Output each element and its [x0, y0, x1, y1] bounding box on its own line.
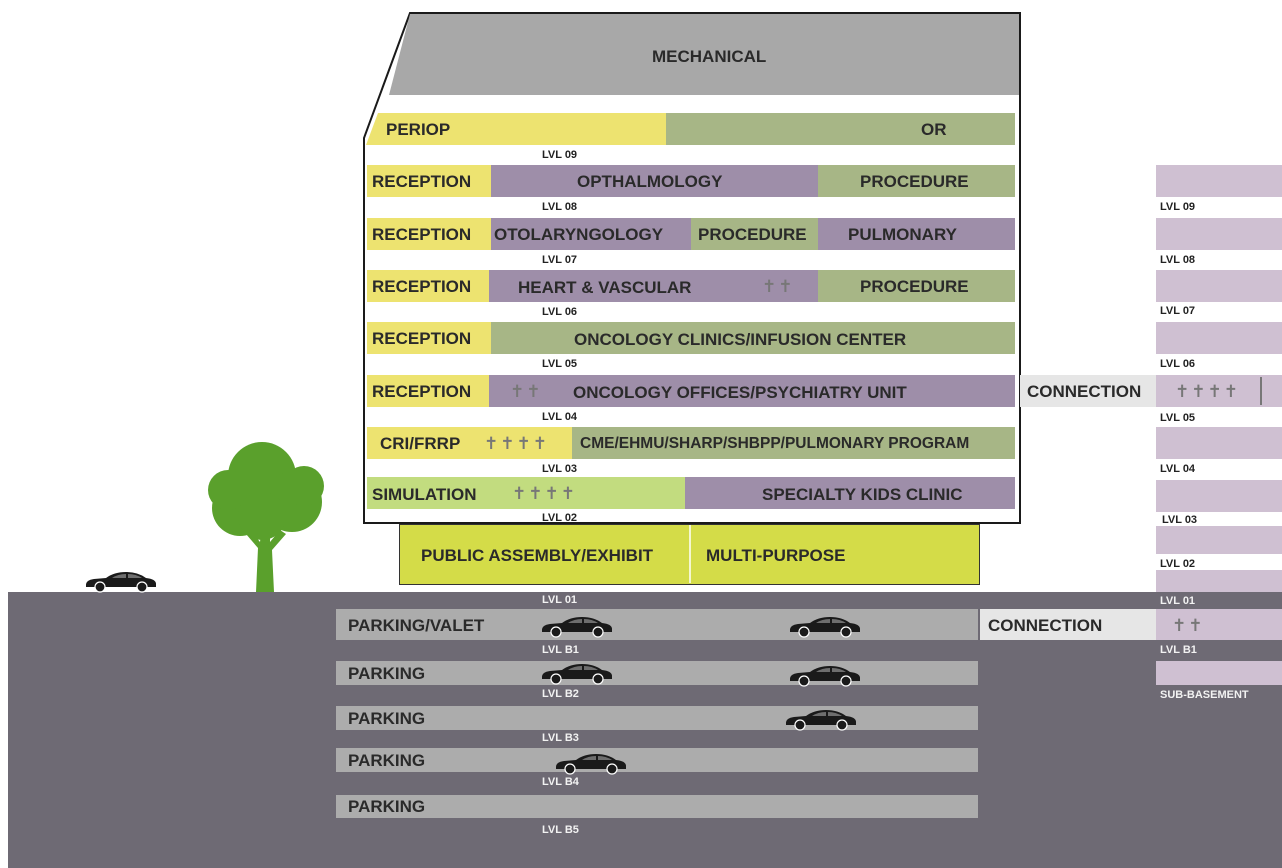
parking-b2-level: LVL B2 [542, 688, 579, 700]
adjacent-floor-b1 [1156, 609, 1282, 640]
adjacent-level-b1: LVL B1 [1160, 644, 1197, 656]
floor-3-cri-frrp: CRI/FRRP [380, 434, 461, 453]
adjacent-level-4: LVL 04 [1160, 463, 1196, 475]
floor-2-level: LVL 02 [542, 512, 578, 524]
floor-3-level: LVL 03 [542, 463, 578, 475]
adjacent-floor-2 [1156, 526, 1282, 554]
floor-4-level: LVL 04 [542, 411, 578, 423]
floor-5-oncology-clinics: ONCOLOGY CLINICS/INFUSION CENTER [574, 330, 907, 349]
lower-connection [980, 609, 1156, 640]
car-icon [790, 666, 860, 687]
adjacent-level-8: LVL 08 [1160, 254, 1196, 266]
floor-5-level: LVL 05 [542, 358, 578, 370]
floor-7-otolaryngology: OTOLARYNGOLOGY [494, 225, 664, 244]
floor-9-or: OR [921, 120, 947, 139]
car-icon [86, 572, 156, 593]
adjacent-sub-basement [1156, 661, 1282, 685]
floor-2-simulation: SIMULATION [372, 485, 477, 504]
person-icon: ✝✝ [510, 382, 543, 401]
floor-7-band [367, 218, 1015, 250]
tree-icon [208, 442, 324, 592]
floor-2-specialty-kids: SPECIALTY KIDS CLINIC [762, 485, 963, 504]
adjacent-floor-4 [1156, 427, 1282, 459]
adjacent-level-5: LVL 05 [1160, 412, 1196, 424]
floor-5-band [367, 322, 1015, 354]
parking-b4-label: PARKING [348, 751, 426, 770]
car-icon [790, 617, 860, 638]
floor-3-band [367, 427, 1015, 459]
floor-6-reception: RECEPTION [372, 277, 472, 296]
floor-7-pulmonary: PULMONARY [848, 225, 957, 244]
floor-5-reception: RECEPTION [372, 329, 472, 348]
person-icon: ✝✝ [762, 277, 795, 296]
parking-b3-level: LVL B3 [542, 732, 579, 744]
person-icon: ✝✝✝✝ [484, 434, 549, 453]
parking-b4 [336, 748, 978, 772]
adjacent-level-3: LVL 03 [1162, 514, 1198, 526]
upper-connection-label: CONNECTION [1027, 382, 1142, 401]
floor-3-cme-program: CME/EHMU/SHARP/SHBPP/PULMONARY PROGRAM [580, 435, 970, 452]
floor-6-heart-vascular: HEART & VASCULAR [518, 278, 692, 297]
floor-6-band [367, 270, 1015, 302]
floor-9-periop: PERIOP [386, 120, 451, 139]
adjacent-level-2: LVL 02 [1160, 558, 1196, 570]
parking-b2-label: PARKING [348, 664, 426, 683]
adjacent-floor-7 [1156, 270, 1282, 302]
adjacent-level-9: LVL 09 [1160, 201, 1196, 213]
upper-connection [1020, 375, 1156, 407]
floor-8-opthalmology: OPTHALMOLOGY [577, 172, 723, 191]
parking-b5-level: LVL B5 [542, 824, 579, 836]
parking-b2 [336, 661, 978, 685]
parking-b5 [336, 795, 978, 818]
adjacent-floor-6 [1156, 322, 1282, 354]
lower-connection-label: CONNECTION [988, 616, 1103, 635]
person-icon: ✝✝ [1172, 616, 1205, 635]
multi-purpose-label: MULTI-PURPOSE [706, 546, 846, 565]
car-icon [556, 754, 626, 775]
person-icon: ✝✝✝✝ [512, 484, 577, 503]
floor-4-oncology-offices: ONCOLOGY OFFICES/PSYCHIATRY UNIT [573, 383, 907, 402]
public-assembly-label: PUBLIC ASSEMBLY/EXHIBIT [421, 546, 654, 565]
parking-b1-level: LVL B1 [542, 644, 579, 656]
mechanical-roof [389, 14, 1019, 95]
parking-b1-label: PARKING/VALET [348, 616, 485, 635]
parking-b3-label: PARKING [348, 709, 426, 728]
floor-8-level: LVL 08 [542, 201, 578, 213]
car-icon [786, 710, 856, 731]
adjacent-floor-1 [1156, 570, 1282, 592]
floor-6-level: LVL 06 [542, 306, 578, 318]
mechanical-label: MECHANICAL [652, 47, 767, 66]
person-icon: ✝✝✝✝ [1175, 382, 1240, 401]
floor-7-procedure: PROCEDURE [698, 225, 807, 244]
ground-floor-level: LVL 01 [542, 594, 578, 606]
floor-8-reception: RECEPTION [372, 172, 472, 191]
adjacent-floor-8 [1156, 218, 1282, 250]
adjacent-floor-9 [1156, 165, 1282, 197]
floor-2-band [367, 477, 1015, 509]
parking-b5-label: PARKING [348, 797, 426, 816]
floor-4-reception: RECEPTION [372, 382, 472, 401]
adjacent-floor-3 [1156, 480, 1282, 512]
floor-7-level: LVL 07 [542, 254, 578, 266]
floor-8-band [367, 165, 1015, 197]
floor-4-band [367, 375, 1015, 407]
floor-7-reception: RECEPTION [372, 225, 472, 244]
adjacent-level-6: LVL 06 [1160, 358, 1196, 370]
ground-floor-podium [399, 524, 980, 585]
parking-b3 [336, 706, 978, 730]
parking-b4-level: LVL B4 [542, 776, 579, 788]
adjacent-level-1: LVL 01 [1160, 595, 1196, 607]
floor-9-level: LVL 09 [542, 149, 578, 161]
car-icon [542, 617, 612, 638]
floor-8-procedure: PROCEDURE [860, 172, 969, 191]
parking-b1 [336, 609, 978, 640]
car-icon [542, 664, 612, 685]
floor-6-procedure: PROCEDURE [860, 277, 969, 296]
adjacent-level-sub-basement: SUB-BASEMENT [1160, 689, 1249, 701]
adjacent-level-7: LVL 07 [1160, 305, 1196, 317]
adjacent-divider [1260, 377, 1262, 405]
